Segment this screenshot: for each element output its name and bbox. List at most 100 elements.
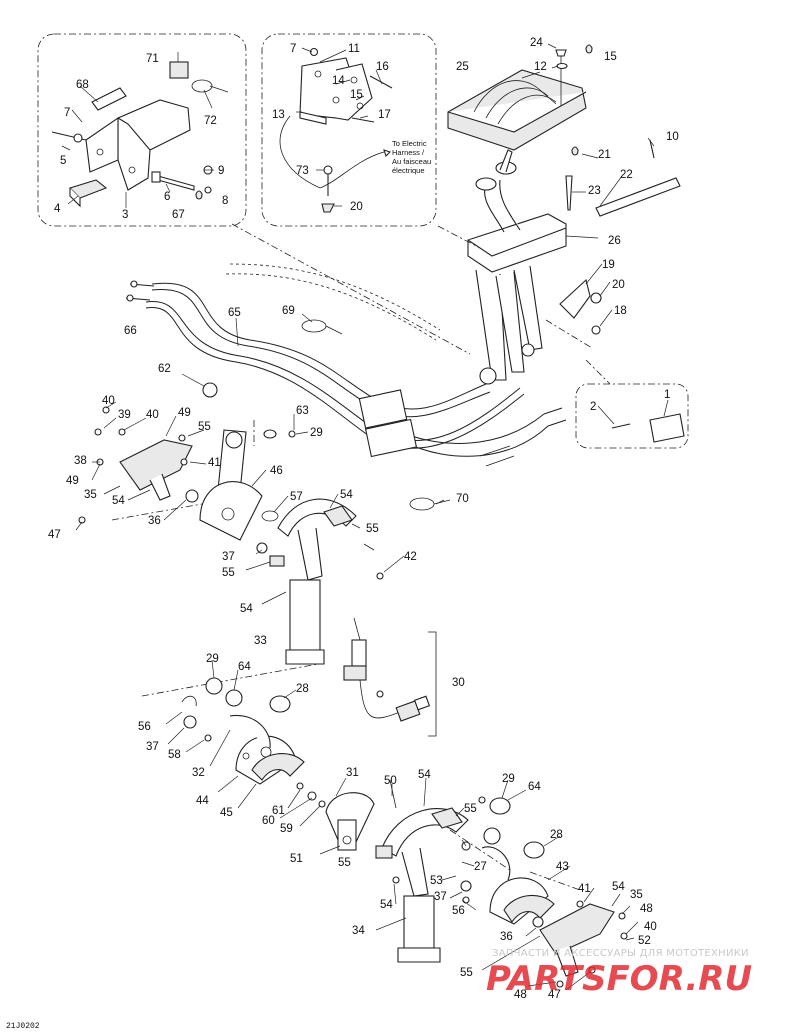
callout: 41 xyxy=(208,457,221,469)
callout: 43 xyxy=(556,861,569,873)
callout: 6 xyxy=(164,191,170,203)
callout: 42 xyxy=(404,551,417,563)
callout: 64 xyxy=(238,661,251,673)
callout: 11 xyxy=(348,43,360,55)
callout: 20 xyxy=(350,201,363,213)
middle-linkage-assembly xyxy=(141,659,639,991)
callout: 44 xyxy=(196,795,209,807)
inset-box-mounting-bracket xyxy=(37,33,247,227)
callout: 7 xyxy=(290,43,296,55)
callout: 55 xyxy=(366,523,379,535)
callout: 29 xyxy=(310,427,323,439)
callout: 28 xyxy=(550,829,563,841)
callout: 20 xyxy=(612,279,625,291)
callout: 40 xyxy=(146,409,159,421)
callout: 47 xyxy=(548,989,561,1001)
svg-text:Harness /: Harness / xyxy=(392,148,425,157)
neutral-sensor xyxy=(343,617,437,737)
callout: 54 xyxy=(612,881,625,893)
callout: 17 xyxy=(378,109,391,121)
callout: 54 xyxy=(380,899,393,911)
callout: 7 xyxy=(64,107,70,119)
harness-note: To Electric Harness / Au faisceau électr… xyxy=(392,139,431,175)
callout: 56 xyxy=(452,905,465,917)
drawing-reference: 21J0202 xyxy=(6,1022,40,1031)
callout: 32 xyxy=(192,767,205,779)
callout: 37 xyxy=(434,891,447,903)
callout: 63 xyxy=(296,405,309,417)
callout: 48 xyxy=(514,989,527,1001)
callout: 56 xyxy=(138,721,151,733)
callout: 65 xyxy=(228,307,241,319)
callout: 40 xyxy=(644,921,657,933)
callout: 64 xyxy=(528,781,541,793)
callout: 70 xyxy=(456,493,469,505)
callout: 34 xyxy=(352,925,365,937)
callout: 22 xyxy=(620,169,633,181)
callout: 37 xyxy=(146,741,159,753)
callout: 12 xyxy=(534,61,547,73)
callout: 8 xyxy=(222,195,228,207)
callout: 35 xyxy=(84,489,97,501)
callout: 54 xyxy=(418,769,431,781)
callout: 36 xyxy=(500,931,513,943)
svg-text:To Electric: To Electric xyxy=(392,139,427,148)
watermark: ЗАПЧАСТИ И АКСЕССУАРЫ ДЛЯ МОТОТЕХНИКИ PA… xyxy=(486,948,752,999)
callout: 24 xyxy=(530,37,543,49)
callout: 52 xyxy=(638,935,651,947)
callout: 69 xyxy=(282,305,295,317)
callout: 33 xyxy=(254,635,267,647)
callout: 10 xyxy=(666,131,679,143)
callout: 66 xyxy=(124,325,137,337)
callout: 19 xyxy=(602,259,615,271)
upper-linkage-assembly xyxy=(75,373,405,665)
callout: 27 xyxy=(474,861,487,873)
callout: 28 xyxy=(296,683,309,695)
callout: 13 xyxy=(272,109,285,121)
callout: 26 xyxy=(608,235,621,247)
callout: 62 xyxy=(158,363,171,375)
callout: 15 xyxy=(350,89,363,101)
inset-box-pin xyxy=(575,383,689,449)
callout: 68 xyxy=(76,79,89,91)
callout: 39 xyxy=(118,409,131,421)
svg-text:électrique: électrique xyxy=(392,166,425,175)
callout: 55 xyxy=(338,857,351,869)
inset-box-shift-bracket xyxy=(261,33,437,227)
callout: 41 xyxy=(578,883,591,895)
callout: 60 xyxy=(262,815,275,827)
callout: 35 xyxy=(630,889,643,901)
callout: 55 xyxy=(460,967,473,979)
callout: 14 xyxy=(332,75,345,87)
callout: 31 xyxy=(346,767,359,779)
callout: 55 xyxy=(198,421,211,433)
callout: 37 xyxy=(222,551,235,563)
callout: 45 xyxy=(220,807,233,819)
callout: 46 xyxy=(270,465,283,477)
callout: 15 xyxy=(604,51,617,63)
callout: 54 xyxy=(340,489,353,501)
shift-cables xyxy=(125,223,611,511)
callout: 30 xyxy=(452,677,465,689)
callout: 48 xyxy=(640,903,653,915)
callout: 47 xyxy=(48,529,61,541)
callout: 29 xyxy=(502,773,515,785)
callout: 38 xyxy=(74,455,87,467)
callout: 59 xyxy=(280,823,293,835)
shift-cover-and-lever xyxy=(447,43,681,385)
callout: 1 xyxy=(664,389,670,401)
callout: 18 xyxy=(614,305,627,317)
callout: 73 xyxy=(296,165,309,177)
callout: 4 xyxy=(54,203,61,215)
callout: 25 xyxy=(456,61,469,73)
callout: 16 xyxy=(376,61,389,73)
callout: 55 xyxy=(222,567,235,579)
callout: 29 xyxy=(206,653,219,665)
callout: 23 xyxy=(588,185,601,197)
callout-labels: 71 72 68 7 5 9 6 4 3 67 8 7 11 14 16 13 … xyxy=(48,37,679,1001)
callout: 67 xyxy=(172,209,185,221)
callout: 72 xyxy=(204,115,217,127)
callout: 54 xyxy=(240,603,253,615)
callout: 50 xyxy=(384,775,397,787)
